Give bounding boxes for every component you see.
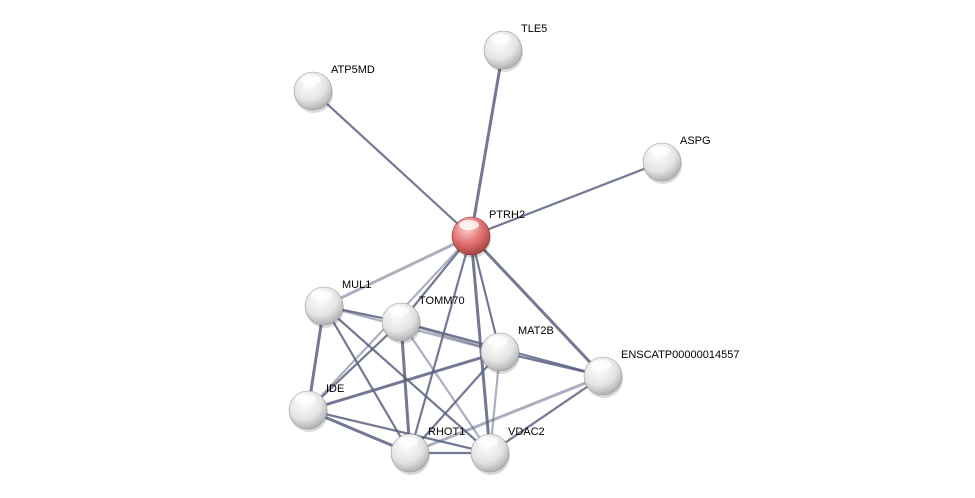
node-highlight <box>296 394 316 404</box>
node-highlight <box>301 75 321 85</box>
node-label: TLE5 <box>521 23 547 35</box>
edge-ptrh2-atp5md[interactable] <box>312 90 472 237</box>
node-rhot1[interactable]: RHOT1 <box>390 426 465 475</box>
node-highlight <box>312 290 332 300</box>
edge-ptrh2-vdac2[interactable] <box>469 235 492 454</box>
node-highlight <box>650 146 670 156</box>
node-highlight <box>491 34 511 44</box>
node-ide[interactable]: IDE <box>288 383 344 432</box>
edge-ide-vdac2[interactable] <box>307 408 491 455</box>
node-highlight <box>591 360 611 370</box>
edge-ptrh2-mul1[interactable] <box>323 234 472 308</box>
edge-vdac2-enscatp00000014557[interactable] <box>489 375 604 454</box>
edge-ptrh2-tle5[interactable] <box>469 49 505 237</box>
node-highlight <box>389 306 409 316</box>
node-enscatp00000014557[interactable]: ENSCATP00000014557 <box>583 349 739 398</box>
node-tomm70[interactable]: TOMM70 <box>381 295 465 344</box>
node-aspg[interactable]: ASPG <box>642 135 711 184</box>
edge-ptrh2-enscatp00000014557[interactable] <box>469 234 605 378</box>
node-vdac2[interactable]: VDAC2 <box>470 426 545 475</box>
node-label: RHOT1 <box>428 426 465 438</box>
edge-tomm70-vdac2[interactable] <box>400 321 491 454</box>
node-label: ENSCATP00000014557 <box>621 349 739 361</box>
node-label: IDE <box>326 383 344 395</box>
node-label: MUL1 <box>342 279 371 291</box>
node-label: TOMM70 <box>419 295 465 307</box>
node-label: VDAC2 <box>508 426 545 438</box>
edge-rhot1-enscatp00000014557[interactable] <box>409 374 604 455</box>
edge-ptrh2-rhot1[interactable] <box>408 235 473 454</box>
edge-mul1-rhot1[interactable] <box>323 305 411 454</box>
node-highlight <box>488 336 508 346</box>
edge-mat2b-ide[interactable] <box>307 350 501 412</box>
node-label: ATP5MD <box>331 64 375 76</box>
edge-ptrh2-aspg[interactable] <box>470 160 663 238</box>
edge-ptrh2-mat2b[interactable] <box>469 235 502 353</box>
node-mat2b[interactable]: MAT2B <box>480 325 554 374</box>
edge-tomm70-rhot1[interactable] <box>399 321 412 454</box>
node-label: MAT2B <box>518 325 554 337</box>
node-highlight <box>478 437 498 447</box>
edge-tomm70-ide[interactable] <box>307 321 402 411</box>
node-highlight <box>459 220 479 230</box>
node-label: PTRH2 <box>489 209 525 221</box>
node-ptrh2[interactable]: PTRH2 <box>451 209 525 258</box>
node-highlight <box>398 437 418 447</box>
node-label: ASPG <box>680 135 711 147</box>
node-mul1[interactable]: MUL1 <box>304 279 371 328</box>
node-atp5md[interactable]: ATP5MD <box>293 64 375 113</box>
node-tle5[interactable]: TLE5 <box>483 23 547 72</box>
edge-mat2b-rhot1[interactable] <box>409 351 501 454</box>
